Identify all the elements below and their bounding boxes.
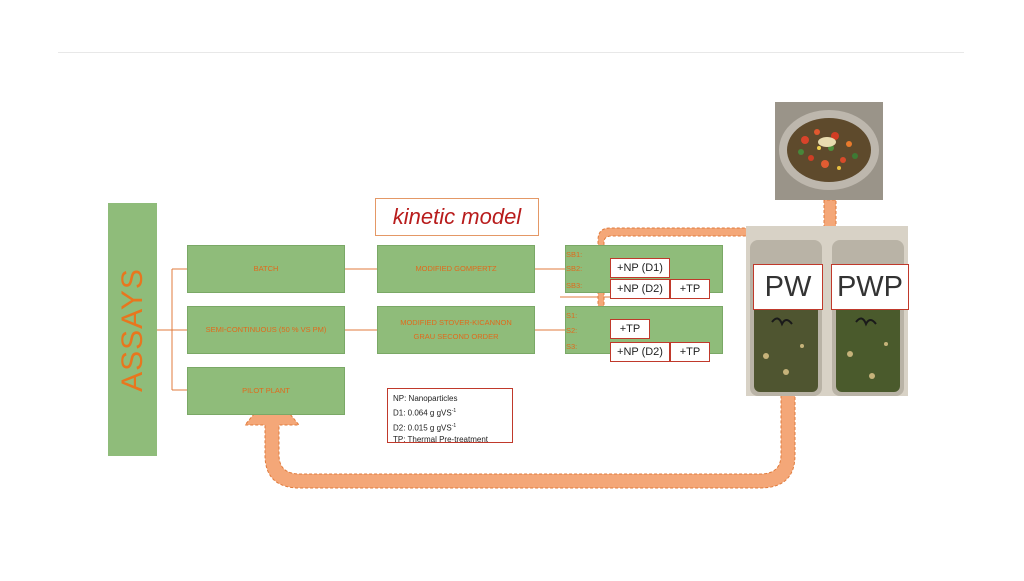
legend-box: NP: Nanoparticles D1: 0.064 g gVS-1 D2: … <box>387 388 513 445</box>
batch-label: BATCH <box>253 263 279 273</box>
top-divider <box>58 52 964 53</box>
series-label-sb2: SB2: <box>566 264 583 273</box>
tag-np-d2-semi: +NP (D2) <box>610 342 670 362</box>
legend-d2-text: D2: 0.015 g gVS <box>393 423 452 433</box>
tag-tp-semi: +TP <box>670 342 710 362</box>
semi-continuous-box: SEMI-CONTINUOUS (50 % VS PM) <box>187 306 345 354</box>
series-label-s3: S3: <box>566 342 578 351</box>
tag-np-d2-semi-label: +NP (D2) <box>617 346 663 358</box>
legend-d1-text: D1: 0.064 g gVS <box>393 408 452 418</box>
assays-label: ASSAYS <box>115 267 149 392</box>
tag-np-d1-label: +NP (D1) <box>617 262 663 274</box>
pwp-label-text: PWP <box>836 270 904 303</box>
legend-d1: D1: 0.064 g gVS-1 <box>393 405 507 420</box>
tag-np-d2-batch-label: +NP (D2) <box>617 283 663 295</box>
semi-continuous-label: SEMI-CONTINUOUS (50 % VS PM) <box>205 324 327 334</box>
food-waste-photo <box>775 102 883 200</box>
stover-label-line2: GRAU SECOND ORDER <box>413 332 499 341</box>
tag-tp-batch: +TP <box>670 279 710 299</box>
series-label-s2: S2: <box>566 326 578 335</box>
kinetic-model-label: kinetic model <box>392 204 522 229</box>
tag-tp-s2-label: +TP <box>619 323 641 335</box>
legend-d2-sup: -1 <box>451 422 457 429</box>
kinetic-model-title: kinetic model <box>375 198 539 236</box>
legend-np: NP: Nanoparticles <box>393 394 458 403</box>
stover-label-line1: MODIFIED STOVER-KICANNON <box>400 317 512 327</box>
gompertz-box: MODIFIED GOMPERTZ <box>377 245 535 293</box>
pw-label-text: PW <box>764 270 812 303</box>
series-label-sb3: SB3: <box>566 281 583 290</box>
assays-bar: ASSAYS <box>108 203 157 456</box>
gompertz-label: MODIFIED GOMPERTZ <box>415 263 497 273</box>
tag-tp-batch-label: +TP <box>679 283 701 295</box>
series-label-sb1: SB1: <box>566 250 583 259</box>
stover-box: MODIFIED STOVER-KICANNON GRAU SECOND ORD… <box>377 306 535 354</box>
pilot-plant-box: PILOT PLANT <box>187 367 345 415</box>
tag-np-d1: +NP (D1) <box>610 258 670 278</box>
jars-photo <box>746 226 908 396</box>
pilot-plant-label: PILOT PLANT <box>242 385 290 395</box>
food-waste-image <box>775 102 883 200</box>
tag-np-d2-batch: +NP (D2) <box>610 279 670 299</box>
series-label-s1: S1: <box>566 311 578 320</box>
tag-tp-s2: +TP <box>610 319 650 339</box>
jars-image <box>746 226 908 396</box>
batch-box: BATCH <box>187 245 345 293</box>
legend-tp: TP: Thermal Pre-treatment <box>393 435 488 445</box>
pwp-label: PWP <box>831 264 909 310</box>
pw-label: PW <box>753 264 823 310</box>
legend-d1-sup: -1 <box>451 408 457 414</box>
tag-tp-semi-label: +TP <box>679 346 701 358</box>
legend-d2: D2: 0.015 g gVS-1 <box>393 420 507 435</box>
